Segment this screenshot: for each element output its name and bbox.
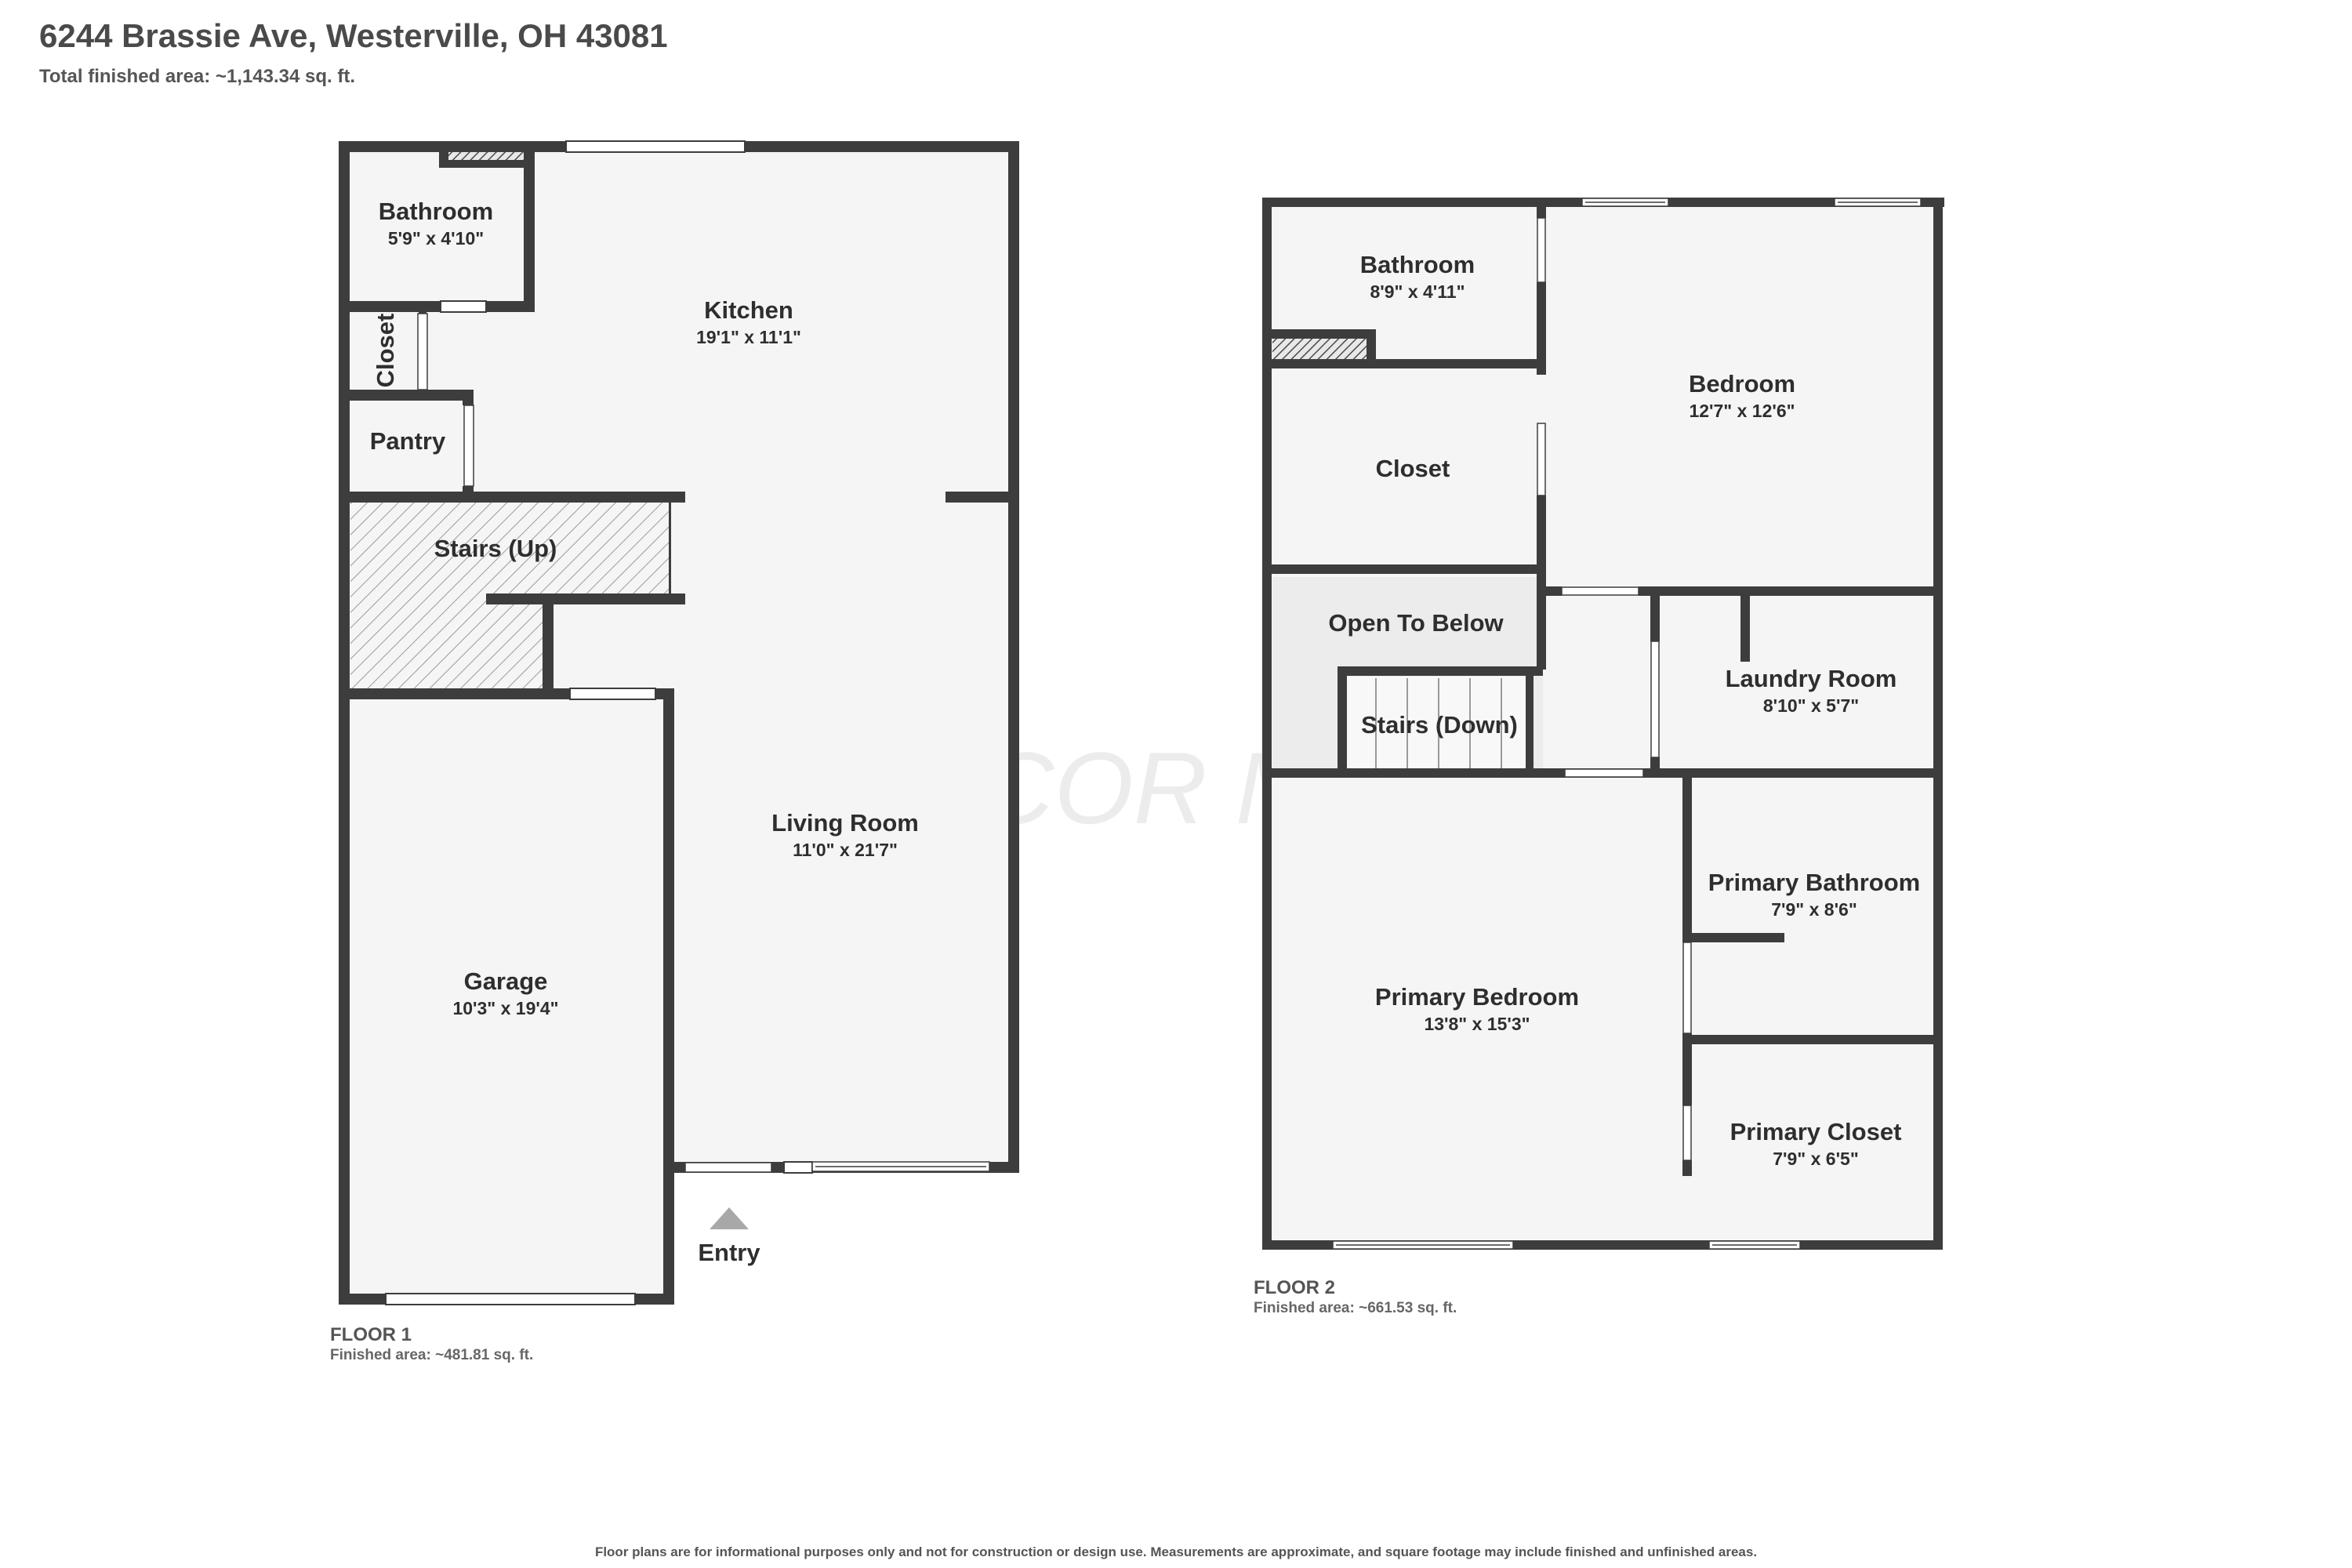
- f1-garage-name: Garage: [464, 967, 548, 995]
- f2-bathroom-dims: 8'9" x 4'11": [1370, 281, 1465, 302]
- floor-2-area: Finished area: ~661.53 sq. ft.: [1254, 1300, 1457, 1316]
- f2-primary-bedroom-name: Primary Bedroom: [1375, 983, 1579, 1011]
- disclaimer: Floor plans are for informational purpos…: [594, 1544, 1758, 1559]
- f2-laundry-name: Laundry Room: [1726, 665, 1897, 692]
- f2-primary-bathroom-name: Primary Bathroom: [1708, 869, 1920, 896]
- f2-open-to-below-name: Open To Below: [1328, 609, 1504, 637]
- f1-bathroom-dims: 5'9" x 4'10": [388, 228, 484, 249]
- floor-1-label: FLOOR 1: [330, 1324, 412, 1345]
- f1-kitchen-name: Kitchen: [704, 296, 793, 324]
- f2-primary-closet-dims: 7'9" x 6'5": [1773, 1149, 1859, 1169]
- f2-bath-vanity: [1272, 337, 1367, 361]
- f2-primary-bedroom-dims: 13'8" x 15'3": [1424, 1014, 1530, 1034]
- f1-living-room-dims: 11'0" x 21'7": [793, 840, 898, 860]
- f2-bathroom-name: Bathroom: [1360, 251, 1475, 278]
- floor-2-label: FLOOR 2: [1254, 1277, 1336, 1298]
- f1-bathroom-name: Bathroom: [379, 198, 493, 225]
- f1-stairs-name: Stairs (Up): [434, 535, 557, 562]
- f1-living-room-name: Living Room: [771, 809, 919, 837]
- f2-closet-name: Closet: [1376, 455, 1450, 482]
- f2-primary-bathroom-dims: 7'9" x 8'6": [1771, 899, 1857, 920]
- floor-1-area: Finished area: ~481.81 sq. ft.: [330, 1347, 534, 1363]
- f2-laundry-dims: 8'10" x 5'7": [1763, 695, 1859, 716]
- total-area: Total finished area: ~1,143.34 sq. ft.: [39, 66, 356, 87]
- floor-2-plan: Bathroom 8'9" x 4'11" Bedroom 12'7" x 12…: [1262, 198, 1944, 1250]
- entry-label: Entry: [698, 1239, 760, 1266]
- f2-bedroom-dims: 12'7" x 12'6": [1689, 401, 1795, 421]
- f1-kitchen-dims: 19'1" x 11'1": [696, 327, 801, 347]
- address-title: 6244 Brassie Ave, Westerville, OH 43081: [39, 17, 668, 54]
- f1-pantry-name: Pantry: [370, 427, 446, 455]
- entry-arrow-icon: [710, 1207, 749, 1229]
- f1-closet-name: Closet: [372, 314, 399, 388]
- f2-stairs-name: Stairs (Down): [1361, 711, 1518, 739]
- f2-bedroom-name: Bedroom: [1689, 370, 1795, 397]
- f1-garage-dims: 10'3" x 19'4": [452, 998, 558, 1018]
- floor-1-plan: Entry Bathroom 5'9" x 4'10" Kitchen 19'1…: [339, 140, 1019, 1305]
- f2-primary-closet-name: Primary Closet: [1730, 1118, 1902, 1145]
